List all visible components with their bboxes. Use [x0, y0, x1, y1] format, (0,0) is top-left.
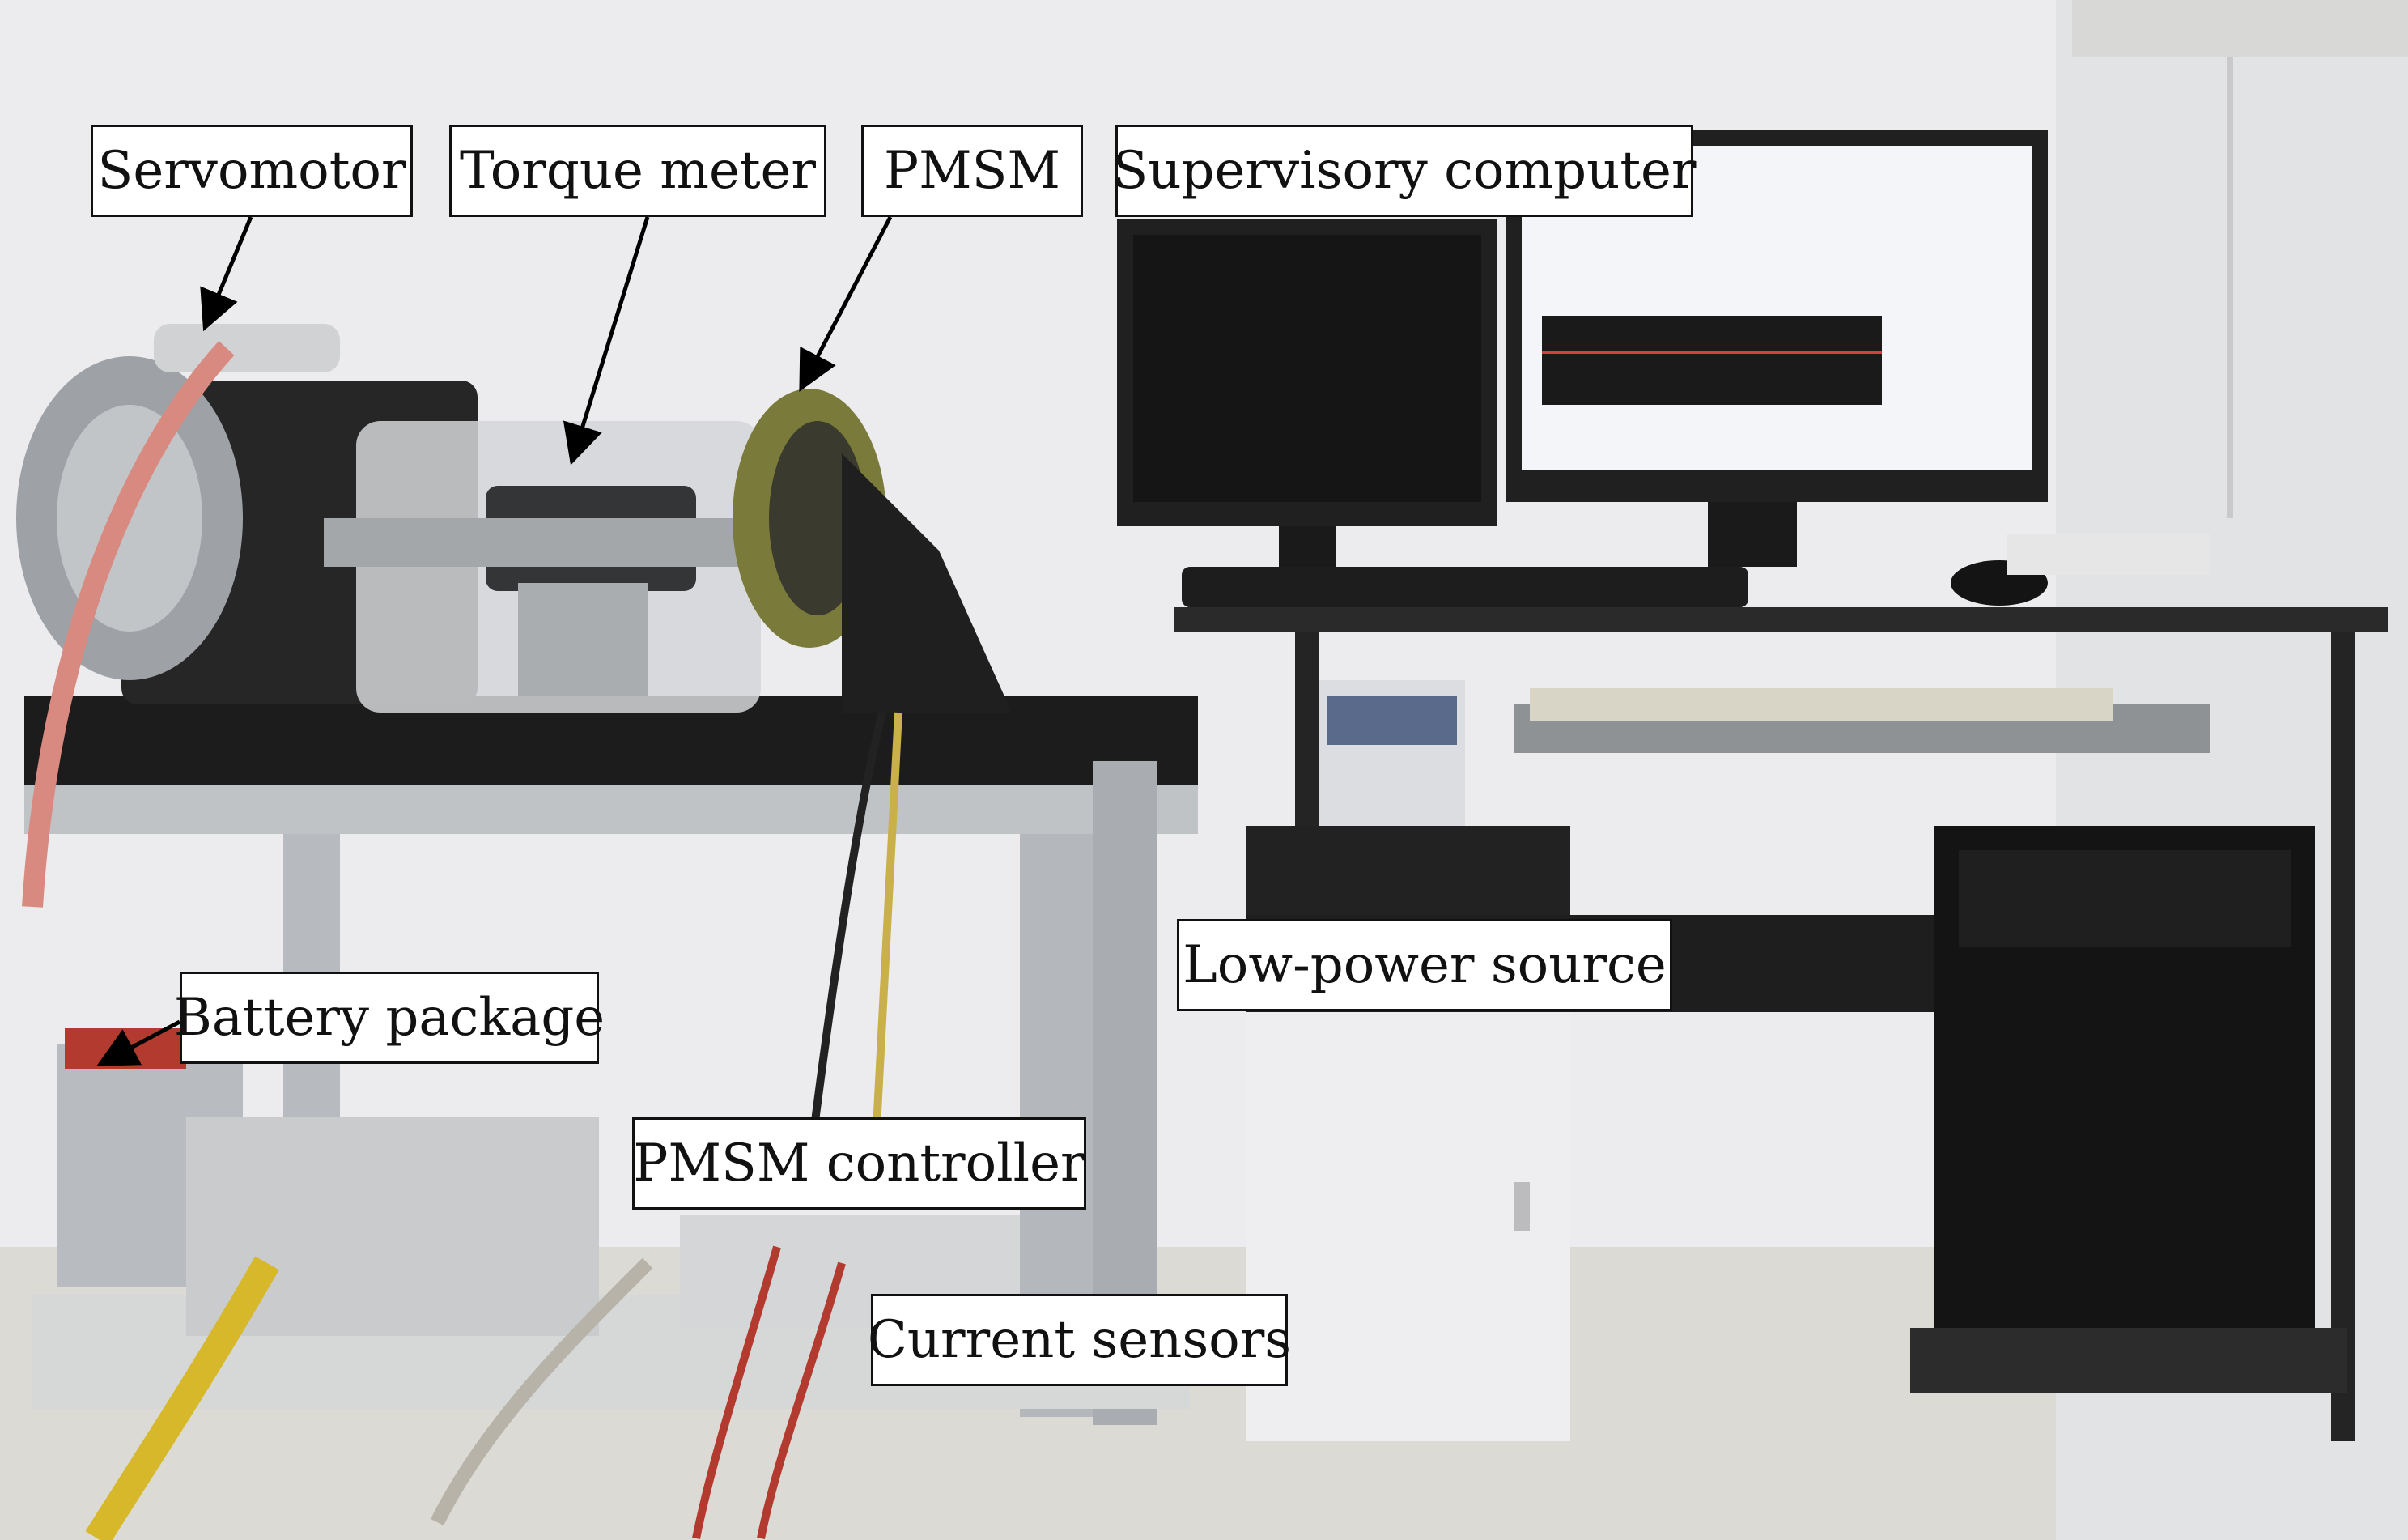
- servomotor-arrow: [200, 216, 253, 332]
- current-sensors-label: Current sensors: [868, 1294, 1291, 1386]
- monitor-left-screen: [1133, 235, 1481, 502]
- battery-arrow: [96, 1019, 181, 1066]
- bench-rail: [24, 785, 1198, 834]
- pmsm-wire: [805, 711, 886, 1167]
- supervisory-computer-label: Supervisory computer: [1112, 125, 1697, 217]
- torque-meter-arrow: [563, 216, 650, 466]
- servomotor-cable: [22, 341, 235, 908]
- controller-cable: [430, 1257, 653, 1526]
- controller-cable: [757, 1261, 846, 1539]
- battery-package-label: Battery package: [174, 972, 605, 1064]
- monitor-plot-area: [1542, 316, 1882, 405]
- low-power-source-label: Low-power source: [1177, 919, 1672, 1011]
- wall-fixture: [2072, 0, 2408, 57]
- pmsm-arrow: [799, 215, 893, 392]
- pmsm-controller-label: PMSM controller: [632, 1117, 1086, 1210]
- controller-cable: [692, 1245, 781, 1539]
- pmsm-wire: [870, 712, 902, 1175]
- power-supply-display: [1327, 696, 1457, 745]
- torque-meter-label: Torque meter: [449, 125, 826, 217]
- cabinet-top: [1246, 826, 1570, 915]
- controller-cable: [85, 1256, 279, 1540]
- pc-stand: [1910, 1328, 2347, 1393]
- pmsm-bracket: [842, 453, 1012, 713]
- power-strip: [2007, 534, 2210, 575]
- pc-drive-bay: [1959, 850, 2291, 947]
- desk-keyboard: [1182, 567, 1748, 607]
- keyboard: [1530, 688, 2113, 721]
- desk-leg: [2331, 632, 2355, 1441]
- cabinet-handle: [1514, 1182, 1530, 1231]
- pmsm-label: PMSM: [861, 125, 1083, 217]
- desk-top: [1174, 607, 2388, 632]
- servomotor-connector: [154, 324, 340, 372]
- torque-meter-stand: [518, 583, 648, 696]
- servomotor-label: Servomotor: [91, 125, 413, 217]
- monitor-stand: [1708, 502, 1797, 567]
- shaft: [324, 518, 777, 567]
